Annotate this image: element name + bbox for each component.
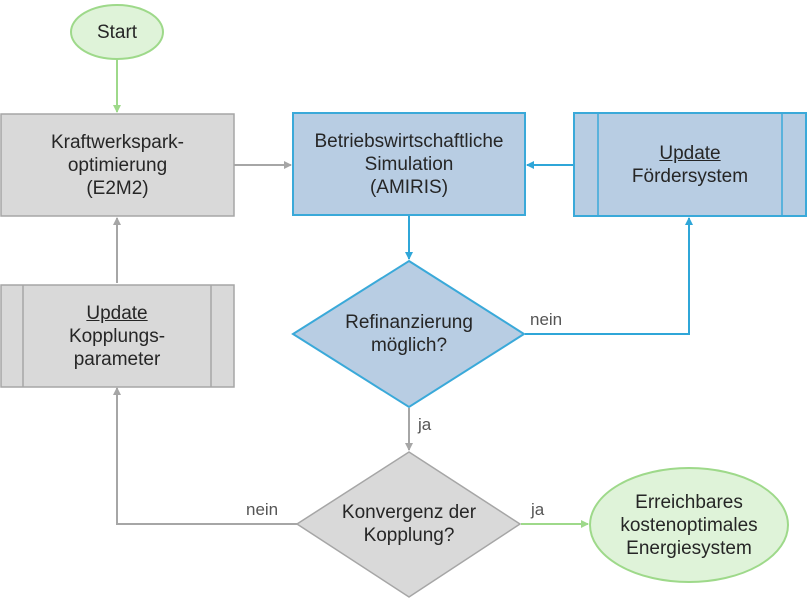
update-foerder-node xyxy=(573,112,807,217)
refinanzierung-label: Refinanzierung möglich? xyxy=(320,300,498,368)
result-label: Erreichbares kostenoptimales Energiesyst… xyxy=(599,470,779,580)
amiris-line-1: Betriebswirtschaftliche xyxy=(314,130,504,152)
edge-label-konvergenz-ja: ja xyxy=(531,500,545,519)
update-kopplung-line-2: parameter xyxy=(73,348,161,370)
edge-label-konvergenz-nein: nein xyxy=(246,500,279,519)
update-kopplung-title: Update xyxy=(86,302,148,324)
start-label: Start xyxy=(71,5,163,59)
refinanzierung-line-1: Refinanzierung xyxy=(345,312,473,333)
update-foerder-label: Update Fördersystem xyxy=(598,113,782,216)
amiris-label: Betriebswirtschaftliche Simulation (AMIR… xyxy=(293,113,525,215)
refinanzierung-line-2: möglich? xyxy=(370,335,448,356)
konvergenz-line-1: Konvergenz der xyxy=(341,502,477,523)
konvergenz-label: Konvergenz der Kopplung? xyxy=(320,490,498,558)
arrow-konvergenz-nein-to-kopplung xyxy=(113,387,297,525)
result-node xyxy=(589,467,789,583)
amiris-line-2: Simulation xyxy=(364,153,454,175)
kraftwerk-line-2: optimierung xyxy=(67,154,168,176)
result-line-3: Energiesystem xyxy=(626,537,752,559)
update-kopplung-node xyxy=(0,284,235,388)
konvergenz-node xyxy=(295,451,522,598)
result-line-1: Erreichbares xyxy=(635,491,743,513)
kraftwerk-line-3: (E2M2) xyxy=(86,177,149,199)
refinanzierung-node xyxy=(291,259,526,409)
arrow-refinanzierung-nein-to-foerder xyxy=(525,217,693,335)
start-text: Start xyxy=(96,21,138,43)
kraftwerk-node xyxy=(0,113,235,217)
result-line-2: kostenoptimales xyxy=(620,514,758,536)
update-kopplung-line-1: Kopplungs- xyxy=(68,325,166,347)
update-foerder-title: Update xyxy=(659,142,721,164)
edge-label-refinanzierung-nein: nein xyxy=(530,310,563,329)
start-node xyxy=(70,4,164,60)
kraftwerk-label: Kraftwerkspark- optimierung (E2M2) xyxy=(1,114,234,216)
update-kopplung-label: Update Kopplungs- parameter xyxy=(23,285,211,387)
edge-label-refinanzierung-ja: ja xyxy=(418,415,432,434)
amiris-node xyxy=(292,112,526,216)
update-foerder-line-1: Fördersystem xyxy=(631,165,749,187)
konvergenz-line-2: Kopplung? xyxy=(363,525,455,546)
amiris-line-3: (AMIRIS) xyxy=(369,176,449,198)
kraftwerk-line-1: Kraftwerkspark- xyxy=(50,131,185,153)
